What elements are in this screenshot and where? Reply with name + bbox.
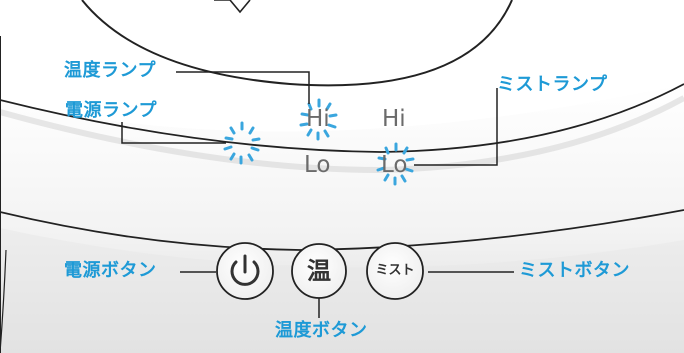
power-icon [230, 254, 260, 286]
temp-button[interactable]: 温 [307, 257, 331, 285]
power-button[interactable] [217, 243, 273, 299]
mist-lo-lamp-glow [376, 142, 415, 186]
temp-hi-indicator: Hi [306, 106, 330, 132]
power-lamp-glow [223, 121, 261, 165]
leader-mist-lamp [414, 88, 498, 166]
surface-edge [0, 83, 684, 153]
mist-button-label: ミストボタン [519, 260, 630, 281]
power-button-label: 電源ボタン [64, 260, 157, 281]
leader-power-lamp [121, 122, 226, 144]
base-shadow-lower [0, 228, 684, 353]
power-lamp-label: 電源ランプ [65, 100, 157, 121]
leader-temp-lamp [176, 71, 310, 104]
temp-lo-indicator: Lo [304, 152, 331, 178]
mist-hi-indicator: Hi [382, 106, 406, 132]
temp-lamp-label: 温度ランプ [64, 60, 156, 81]
tank-stem [214, 0, 251, 14]
mist-lo-indicator: Lo [381, 152, 408, 178]
mist-button[interactable]: ミスト [375, 263, 415, 278]
top-surface [0, 0, 684, 132]
mist-lamp-label: ミストランプ [497, 74, 608, 95]
temp-hi-lamp-glow [299, 98, 338, 141]
leader-lines [121, 71, 514, 318]
temp-button-shape [291, 243, 347, 299]
base-lower-edge [0, 209, 684, 251]
tank-outline [81, 0, 513, 87]
mist-button-shape [366, 242, 424, 300]
temp-button-label: 温度ボタン [275, 320, 368, 341]
